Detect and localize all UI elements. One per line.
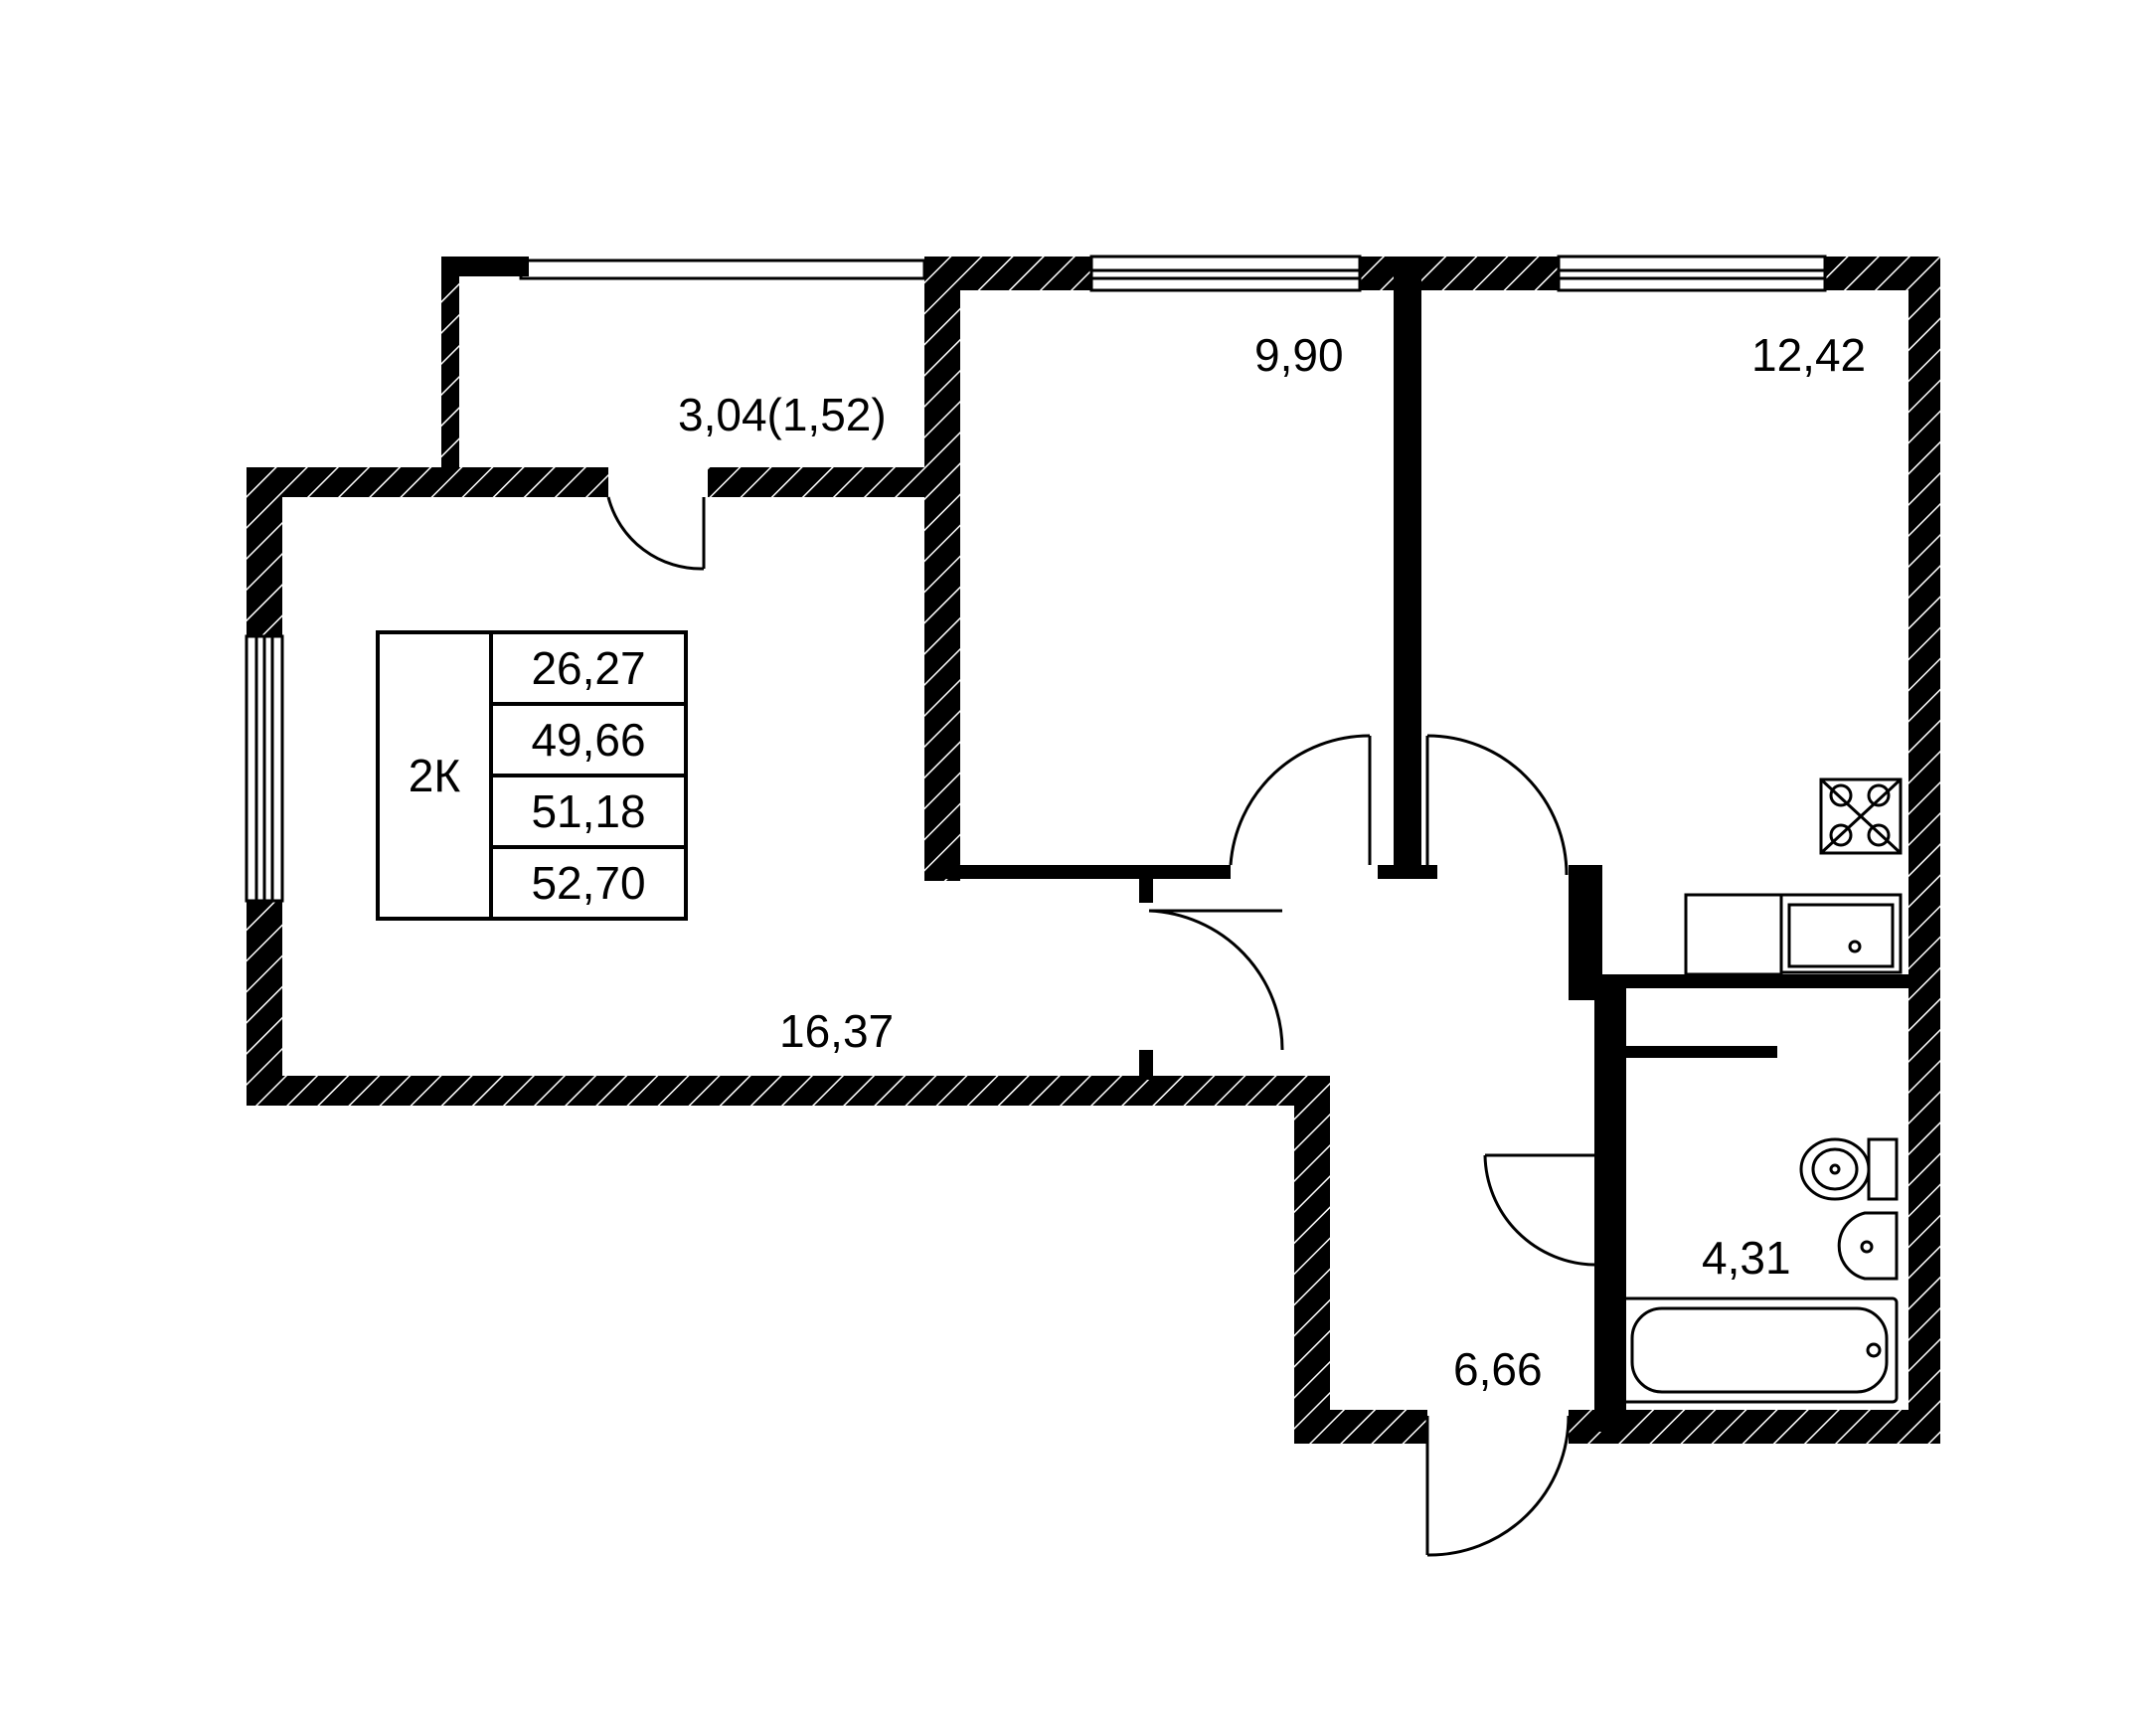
total-area-with-balcony: 52,70 — [531, 857, 646, 909]
total-area-without-balcony: 49,66 — [493, 706, 684, 777]
living-room-area: 16,37 — [779, 1005, 895, 1057]
kitchen-fixtures — [1684, 777, 1903, 976]
bathroom-area: 4,31 — [1702, 1232, 1791, 1284]
outer-walls — [247, 257, 1940, 1444]
apartment-type: 2К — [380, 634, 493, 917]
area-list: 26,27 49,66 51,18 52,70 — [493, 634, 684, 917]
bath-fixtures — [1620, 1137, 1899, 1404]
apartment-summary-table: 2К 26,27 49,66 51,18 52,70 — [376, 630, 688, 921]
hallway-area: 6,66 — [1453, 1343, 1543, 1395]
bedroom-large-area: 12,42 — [1751, 329, 1867, 381]
living-area: 26,27 — [493, 634, 684, 706]
total-area-reduced-balcony: 51,18 — [493, 777, 684, 849]
bedroom-small-area: 9,90 — [1254, 329, 1344, 381]
doors — [606, 496, 1595, 1557]
windows — [245, 255, 1827, 903]
interior-walls — [441, 257, 1912, 1432]
balcony-area: 3,04(1,52) — [678, 389, 887, 440]
